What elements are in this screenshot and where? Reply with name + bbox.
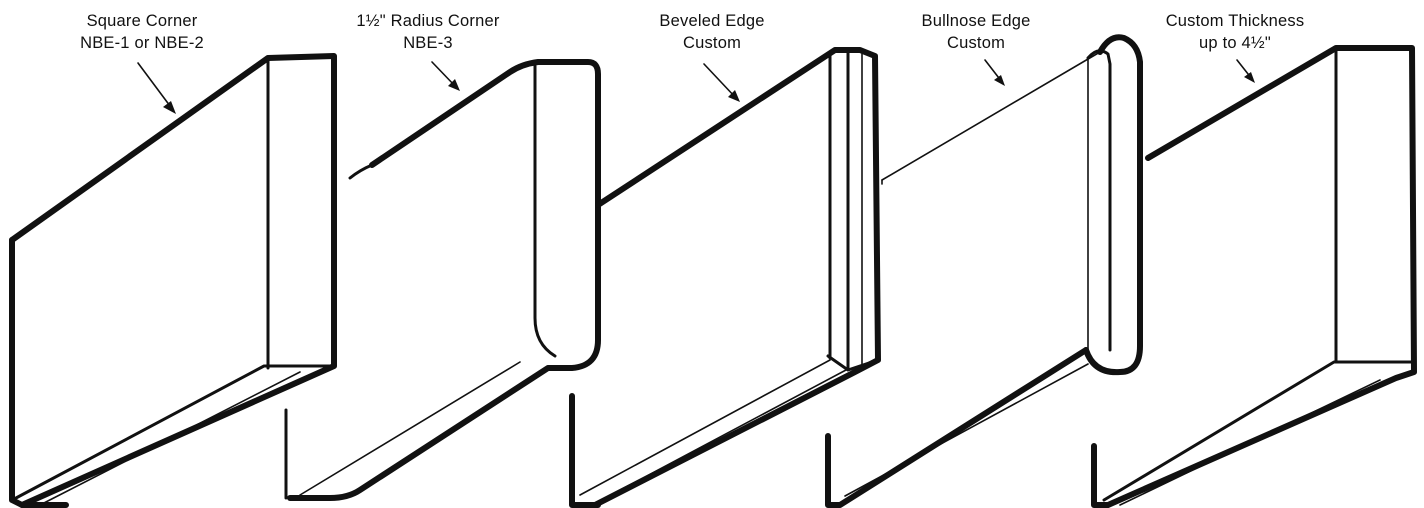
label-custom-thickness-line1: Custom Thickness bbox=[1165, 12, 1305, 30]
arrow-bullnose-edge bbox=[984, 59, 1005, 86]
arrow-radius-corner bbox=[431, 61, 460, 91]
label-square-corner-line1: Square Corner bbox=[86, 12, 198, 30]
label-bullnose-edge-line1: Bullnose Edge bbox=[921, 12, 1031, 30]
slab-radius-corner bbox=[284, 59, 601, 501]
label-beveled-edge-line2: Custom bbox=[682, 34, 742, 52]
label-bullnose-edge: Bullnose Edge Custom bbox=[896, 10, 1056, 54]
arrow-square-corner bbox=[137, 62, 176, 114]
slab-square-corner bbox=[9, 53, 337, 508]
slab-bullnose-edge bbox=[825, 34, 1143, 508]
label-radius-corner-line1: 1½" Radius Corner bbox=[356, 12, 500, 30]
label-beveled-edge-line1: Beveled Edge bbox=[659, 12, 765, 30]
label-square-corner-line2: NBE-1 or NBE-2 bbox=[80, 34, 204, 52]
arrow-custom-thickness bbox=[1236, 59, 1255, 83]
pointer-arrows bbox=[137, 59, 1255, 114]
label-radius-corner: 1½" Radius Corner NBE-3 bbox=[338, 10, 518, 54]
label-square-corner: Square Corner NBE-1 or NBE-2 bbox=[62, 10, 222, 54]
label-custom-thickness-line2: up to 4½" bbox=[1199, 34, 1271, 52]
arrow-beveled-edge bbox=[703, 63, 740, 102]
label-custom-thickness: Custom Thickness up to 4½" bbox=[1150, 10, 1320, 54]
label-beveled-edge: Beveled Edge Custom bbox=[632, 10, 792, 54]
label-radius-corner-line2: NBE-3 bbox=[403, 34, 453, 52]
slab-beveled-edge bbox=[569, 47, 881, 508]
slab-custom-thickness bbox=[1091, 45, 1417, 508]
label-bullnose-edge-line2: Custom bbox=[946, 34, 1006, 52]
